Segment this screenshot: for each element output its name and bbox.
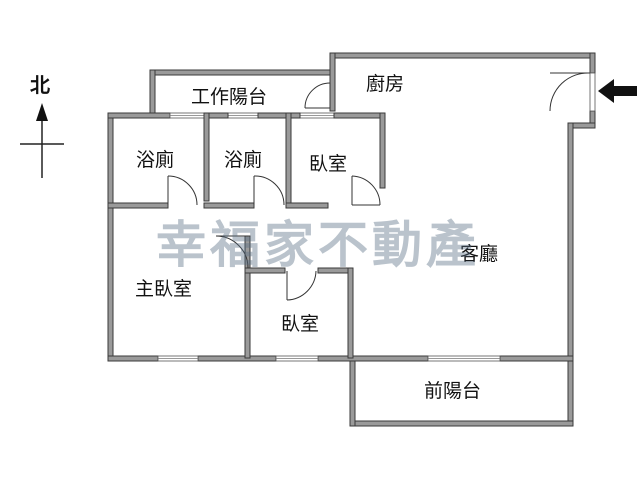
wall bbox=[285, 202, 329, 209]
wall bbox=[332, 52, 596, 59]
watermark: 幸福家不動產 bbox=[156, 216, 480, 274]
north-arrow-icon bbox=[36, 103, 48, 121]
door-swing bbox=[215, 235, 249, 269]
wall bbox=[207, 112, 229, 119]
wall bbox=[333, 112, 385, 119]
entrance-door bbox=[549, 72, 591, 112]
wall bbox=[285, 112, 292, 206]
room-label-bath-1: 浴廁 bbox=[136, 148, 174, 171]
wall bbox=[203, 112, 210, 202]
wall bbox=[107, 112, 114, 361]
wall bbox=[349, 420, 574, 427]
door-swing bbox=[167, 175, 198, 206]
wall bbox=[499, 355, 574, 362]
wall bbox=[379, 112, 386, 189]
compass: 北 bbox=[20, 73, 64, 178]
room-label-kitchen: 廚房 bbox=[366, 72, 404, 95]
north-label: 北 bbox=[30, 73, 50, 97]
entrance-arrow-icon bbox=[598, 79, 637, 103]
room-label-work-balcony: 工作陽台 bbox=[191, 86, 267, 108]
wall bbox=[149, 69, 336, 76]
wall bbox=[107, 355, 159, 362]
wall bbox=[203, 202, 255, 209]
wall bbox=[349, 357, 356, 427]
window bbox=[589, 72, 596, 112]
door-swing bbox=[351, 175, 381, 206]
wall bbox=[107, 202, 169, 209]
wall bbox=[107, 112, 171, 119]
room-label-bedroom-1: 臥室 bbox=[309, 153, 347, 175]
wall bbox=[197, 355, 277, 362]
room-label-living-room: 客廳 bbox=[460, 243, 498, 265]
door-swing bbox=[253, 175, 285, 206]
interior-walls bbox=[107, 112, 386, 359]
doors bbox=[167, 72, 591, 301]
wall bbox=[347, 267, 354, 359]
room-label-bath-2: 浴廁 bbox=[224, 148, 262, 171]
wall bbox=[329, 52, 336, 112]
wall bbox=[567, 122, 574, 427]
wall bbox=[257, 112, 301, 119]
wall bbox=[244, 267, 286, 274]
room-label-master-bedroom: 主臥室 bbox=[135, 278, 192, 300]
door-swing bbox=[304, 82, 331, 109]
wall bbox=[317, 355, 429, 362]
windows bbox=[157, 72, 596, 362]
wall bbox=[149, 69, 156, 116]
door-swing bbox=[286, 270, 317, 301]
room-label-front-balcony: 前陽台 bbox=[424, 380, 481, 402]
wall bbox=[589, 52, 596, 74]
room-label-bedroom-2: 臥室 bbox=[281, 313, 319, 335]
